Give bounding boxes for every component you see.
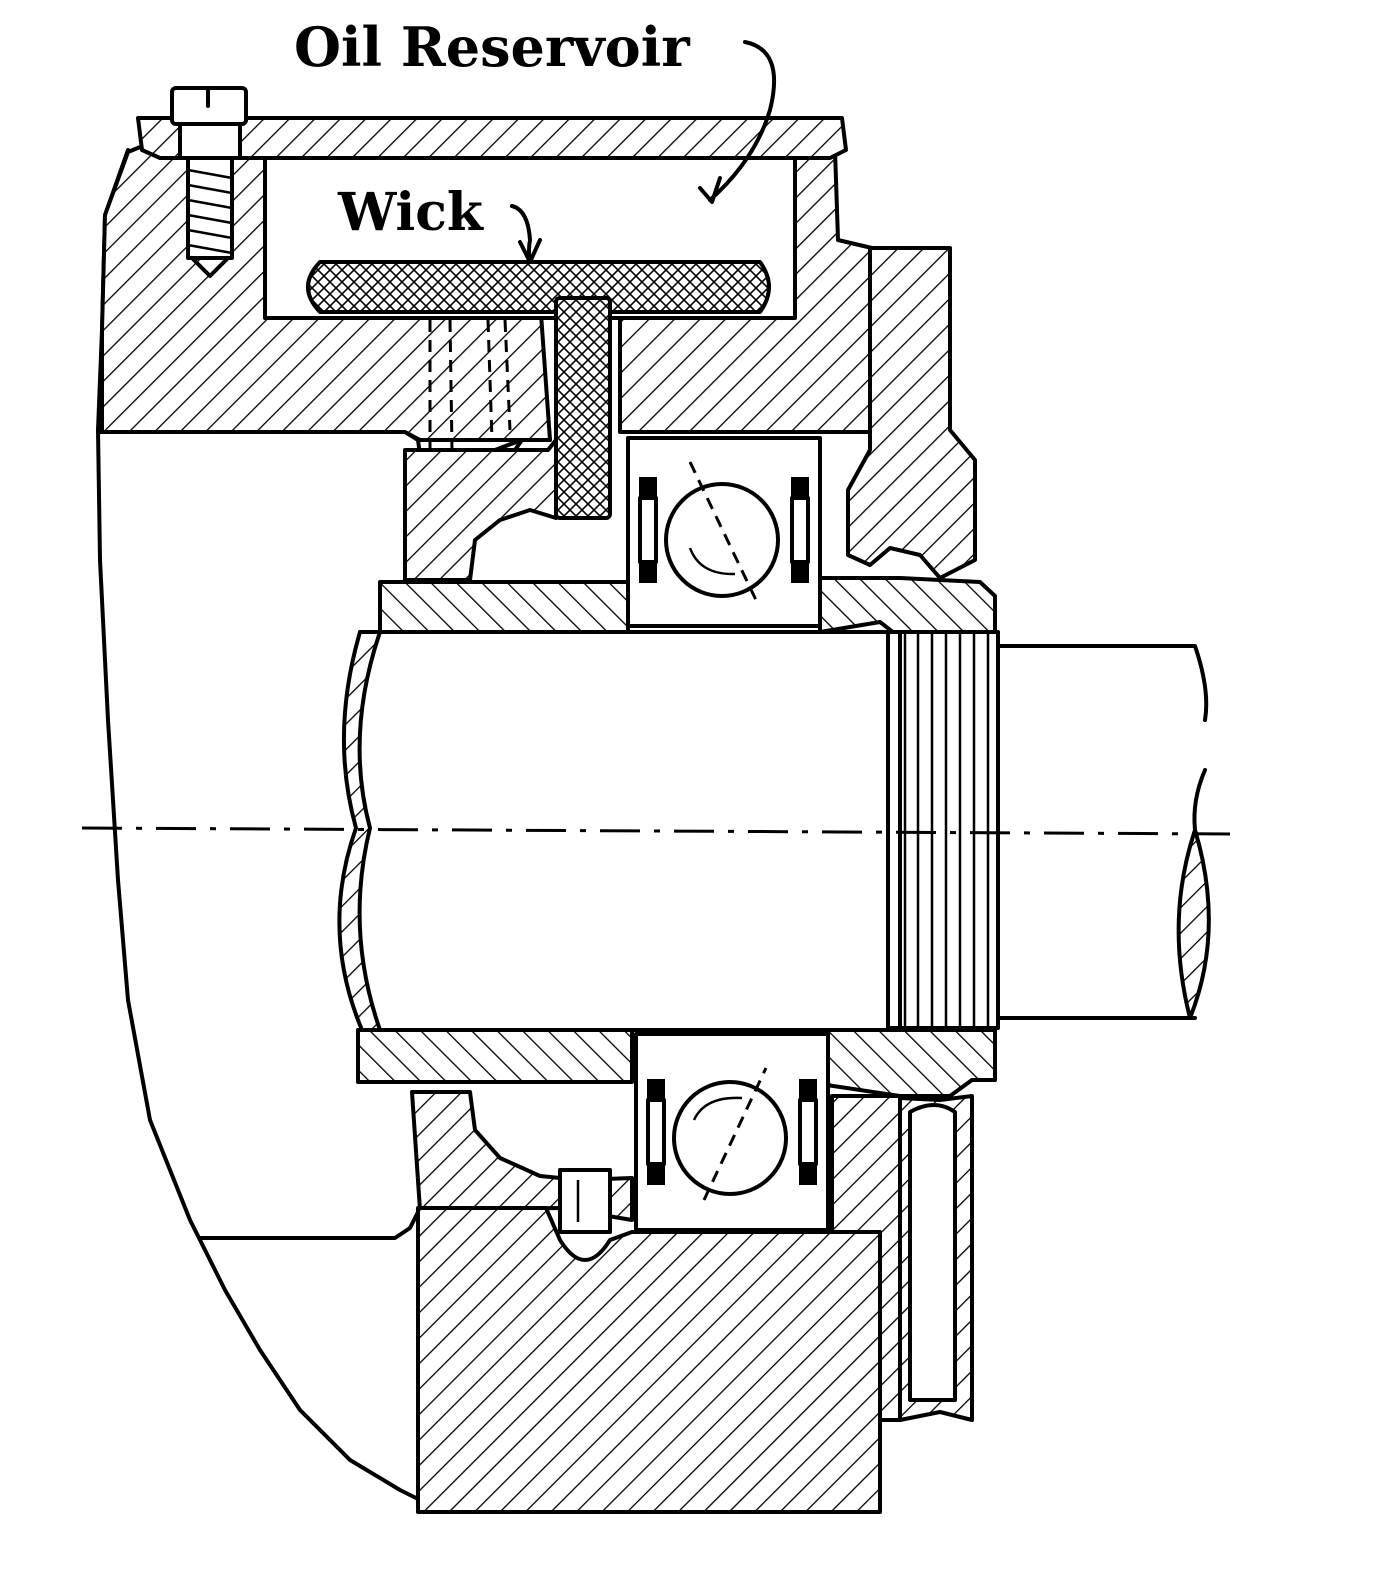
shaft-right-section bbox=[993, 644, 1209, 1020]
wick-label: Wick bbox=[337, 182, 484, 243]
upper-ball bbox=[664, 482, 780, 598]
housing-lower-bore bbox=[198, 1210, 420, 1240]
lower-groove bbox=[908, 1103, 957, 1402]
upper-sleeve bbox=[378, 580, 630, 634]
oil-passage bbox=[428, 319, 512, 451]
upper-nut bbox=[818, 576, 997, 638]
upper-ball-bearing bbox=[626, 436, 822, 628]
wick-strip bbox=[554, 296, 612, 520]
lower-ball-bearing bbox=[634, 1032, 830, 1232]
lower-nut bbox=[818, 1028, 997, 1098]
housing-bore bbox=[98, 430, 422, 457]
centerline bbox=[81, 826, 1231, 836]
set-screw bbox=[558, 1168, 612, 1234]
cover-screw bbox=[170, 86, 248, 278]
oil-reservoir-label: Oil Reservoir bbox=[294, 15, 690, 79]
wick-pad bbox=[306, 260, 771, 314]
shaft-left-end bbox=[337, 630, 382, 1032]
wick-leader bbox=[510, 204, 542, 264]
upper-retainer bbox=[403, 438, 558, 582]
lower-sleeve bbox=[356, 1028, 634, 1084]
shaft-spline-collar bbox=[886, 630, 1000, 1030]
shaft-right-break bbox=[1176, 828, 1211, 1020]
oil-reservoir-leader bbox=[698, 40, 777, 204]
shaft-right-gap bbox=[1192, 768, 1207, 832]
lower-housing-block bbox=[416, 1206, 882, 1514]
reservoir-cover bbox=[136, 116, 848, 160]
upper-end-cap bbox=[846, 246, 977, 580]
